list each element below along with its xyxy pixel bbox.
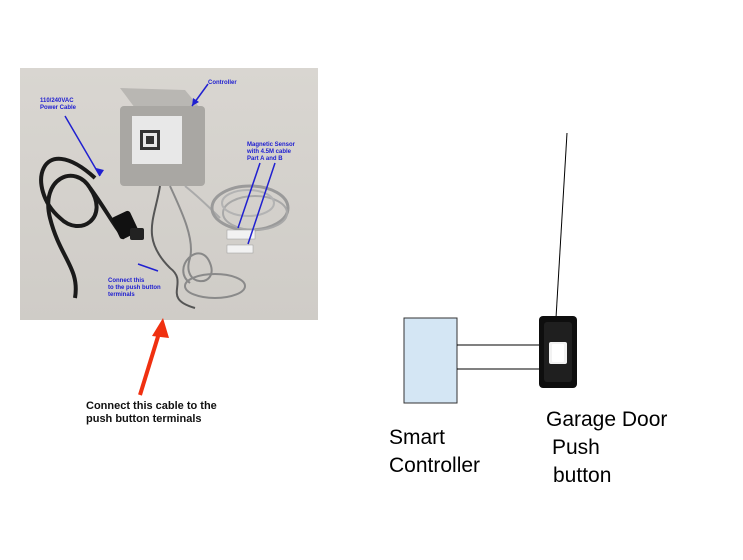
power-cable-label: 110/240VAC Power Cable (40, 98, 77, 111)
callout-text: Connect this cable to the push button te… (86, 400, 217, 425)
smart-controller-label: Smart Controller (389, 426, 481, 477)
product-photo-drawing (39, 83, 290, 309)
push-button-device (539, 316, 577, 388)
smart-controller-box (403, 317, 458, 404)
controller-label: Controller (208, 80, 237, 86)
antenna-wire (555, 132, 568, 319)
product-photo: 110/240VAC Power Cable Controller Magnet… (20, 68, 318, 320)
push-button-label: Garage Door Push button (546, 408, 668, 487)
connect-label: Connect this to the push button terminal… (108, 278, 161, 298)
magnetic-sensor-label: Magnetic Sensor with 4.5M cable Part A a… (247, 142, 296, 162)
